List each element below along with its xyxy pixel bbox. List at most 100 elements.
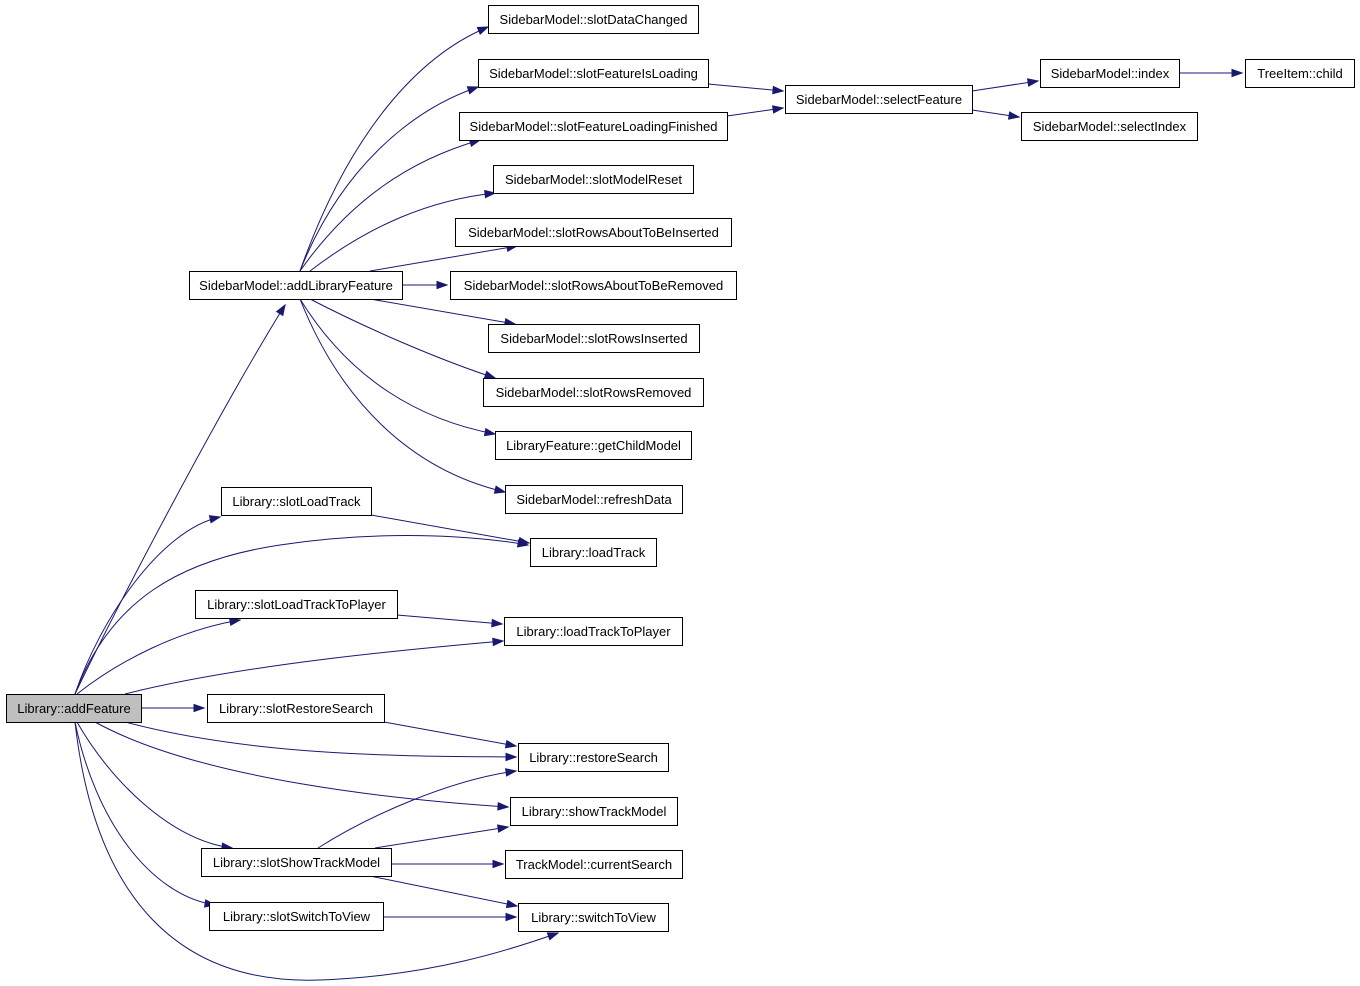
node-label: Library::switchToView [531,910,656,925]
edge-line [74,721,216,906]
edge-addLibraryFeature-to-slotModelReset [309,189,497,272]
node-restoreSearch[interactable]: Library::restoreSearch [518,743,669,772]
edge-arrowhead [1007,111,1021,120]
edge-slotShowTrackModel-to-showTrackModel [374,824,510,849]
node-showTrackModel[interactable]: Library::showTrackModel [510,797,678,826]
edge-line [309,298,496,379]
node-label: Library::slotSwitchToView [223,909,371,924]
node-label: SidebarModel::slotRowsInserted [500,331,687,346]
node-label: Library::slotLoadTrack [232,494,361,509]
node-label: Library::slotRestoreSearch [219,701,373,716]
edge-slotFeatureIsLoading-to-selectFeature [707,83,785,95]
edge-arrowhead [497,802,510,811]
node-slotDataChanged[interactable]: SidebarModel::slotDataChanged [488,5,699,34]
node-box [1040,59,1180,88]
node-currentSearch[interactable]: TrackModel::currentSearch [505,850,683,879]
edge-arrowhead [193,703,206,713]
node-slotRowsAboutToBeRemoved[interactable]: SidebarModel::slotRowsAboutToBeRemoved [450,271,737,300]
edge-arrowhead [546,932,560,941]
edge-line [299,139,481,272]
edge-line [76,721,233,849]
node-label: Library::loadTrackToPlayer [516,624,671,639]
node-slotRestoreSearch[interactable]: Library::slotRestoreSearch [207,694,385,723]
edge-slotFeatureLoadingFinished-to-selectFeature [726,105,785,117]
node-slotModelReset[interactable]: SidebarModel::slotModelReset [493,165,694,194]
edge-addLibraryFeature-to-getChildModel [299,298,497,437]
node-box [209,902,384,931]
node-addFeature[interactable]: Library::addFeature [6,694,142,723]
node-label: Library::showTrackModel [522,804,667,819]
edge-slotRestoreSearch-to-restoreSearch [383,721,518,749]
node-loadTrackToPlayer[interactable]: Library::loadTrackToPlayer [504,617,683,646]
edge-line [971,80,1039,92]
edge-arrowhead [771,105,785,114]
edge-addLibraryFeature-to-slotFeatureIsLoading [299,86,480,272]
edge-arrowhead [496,824,510,833]
edge-line [299,26,489,272]
nodes-layer: Library::addFeature SidebarModel::addLibr… [6,5,1355,932]
edge-line [374,826,509,849]
node-label: Library::addFeature [17,701,130,716]
edges-layer [74,26,1244,981]
node-label: LibraryFeature::getChildModel [506,438,681,453]
edge-line [370,514,530,544]
node-label: SidebarModel::slotFeatureLoadingFinished [470,119,718,134]
edge-index-to-child [1179,68,1244,78]
node-refreshData[interactable]: SidebarModel::refreshData [505,485,683,514]
edge-line [299,298,506,493]
node-getChildModel[interactable]: LibraryFeature::getChildModel [495,431,692,460]
node-slotShowTrackModel[interactable]: Library::slotShowTrackModel [201,848,392,877]
node-loadTrack[interactable]: Library::loadTrack [530,538,657,567]
edge-line [124,721,517,758]
edge-arrowhead [493,485,507,494]
node-slotLoadTrackToPlayer[interactable]: Library::slotLoadTrackToPlayer [195,590,398,619]
edge-arrowhead [505,768,518,777]
edge-addFeature-to-restoreSearch [124,721,518,762]
node-slotRowsAboutToBeInserted[interactable]: SidebarModel::slotRowsAboutToBeInserted [455,218,732,247]
edge-slotShowTrackModel-to-restoreSearch [317,768,518,849]
edge-line [299,86,479,272]
node-slotFeatureLoadingFinished[interactable]: SidebarModel::slotFeatureLoadingFinished [459,112,728,141]
node-box [483,378,704,407]
edge-arrowhead [1231,68,1244,78]
edge-arrowhead [492,859,505,869]
node-label: SidebarModel::refreshData [516,492,672,507]
edge-addFeature-to-slotRestoreSearch [141,703,206,713]
edge-slotSwitchToView-to-switchToView [383,912,518,922]
node-selectIndex[interactable]: SidebarModel::selectIndex [1021,112,1198,141]
node-box [505,485,683,514]
node-box [201,848,392,877]
node-box [488,324,700,353]
edge-selectFeature-to-selectIndex [971,109,1021,120]
node-selectFeature[interactable]: SidebarModel::selectFeature [785,85,973,114]
edge-arrowhead [504,739,518,749]
edge-arrowhead [483,370,497,379]
edge-arrowhead [1026,78,1040,87]
node-switchToView[interactable]: Library::switchToView [518,903,669,932]
node-label: TreeItem::child [1257,66,1343,81]
edge-line [74,721,559,981]
edge-addLibraryFeature-to-slotRowsAboutToBeRemoved [402,280,449,290]
node-box [478,59,709,88]
node-slotRowsRemoved[interactable]: SidebarModel::slotRowsRemoved [483,378,704,407]
node-slotSwitchToView[interactable]: Library::slotSwitchToView [209,902,384,931]
edge-arrowhead [505,899,519,909]
node-slotLoadTrack[interactable]: Library::slotLoadTrack [221,487,372,516]
node-box [207,694,385,723]
node-child[interactable]: TreeItem::child [1245,59,1355,88]
node-label: TrackModel::currentSearch [516,857,672,872]
node-slotFeatureIsLoading[interactable]: SidebarModel::slotFeatureIsLoading [478,59,709,88]
edge-arrowhead [772,85,785,95]
node-box [495,431,692,460]
node-addLibraryFeature[interactable]: SidebarModel::addLibraryFeature [189,271,403,300]
edge-line [74,516,221,695]
node-box [493,165,694,194]
edge-arrowhead [208,515,222,524]
edge-arrowhead [505,752,518,762]
edge-addLibraryFeature-to-slotDataChanged [299,26,490,272]
node-index[interactable]: SidebarModel::index [1040,59,1180,88]
node-slotRowsInserted[interactable]: SidebarModel::slotRowsInserted [488,324,700,353]
edge-addFeature-to-slotLoadTrackToPlayer [76,617,242,695]
node-box [455,218,732,247]
